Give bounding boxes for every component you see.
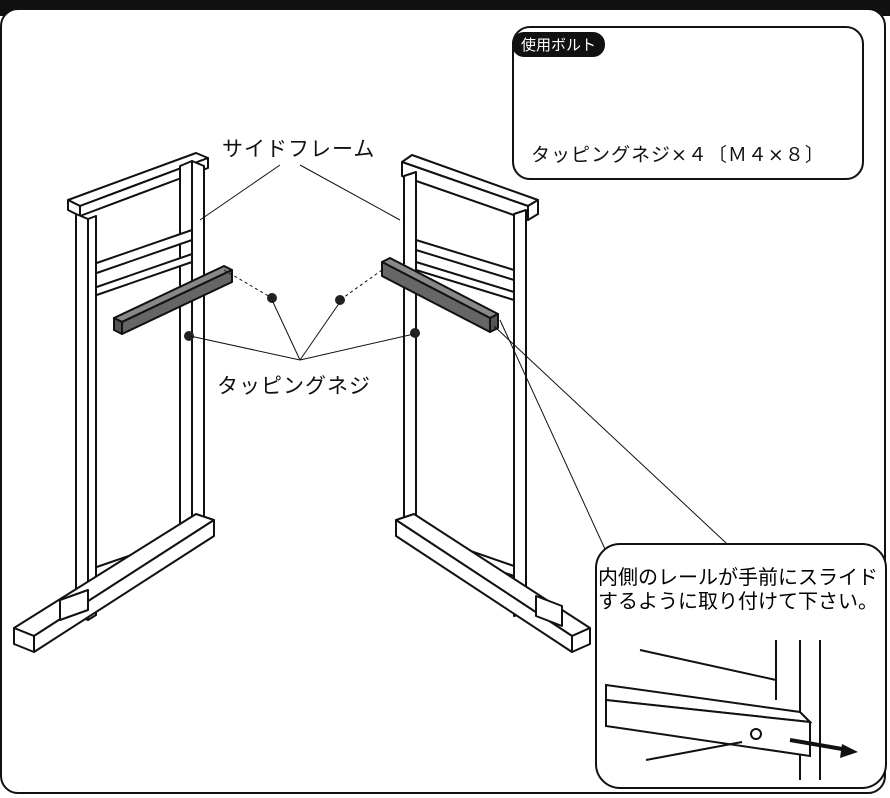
screw-icon	[184, 331, 194, 341]
bolt-box-title: 使用ボルト	[512, 32, 606, 57]
bolt-caption: タッピングネジ×４〔Ｍ４×８〕	[531, 144, 825, 166]
leader-lines	[189, 164, 741, 561]
screws	[184, 293, 420, 341]
right-side-frame	[395, 154, 591, 653]
side-frame-label: サイドフレーム	[222, 137, 376, 161]
tapping-screw-label: タッピングネジ	[217, 374, 371, 398]
screw-icon	[335, 295, 345, 305]
callout-illustration	[605, 640, 821, 780]
left-rail	[113, 265, 233, 335]
screw-icon	[410, 328, 420, 338]
right-rail	[381, 257, 499, 333]
left-side-frame	[13, 152, 215, 653]
callout-text: 内側のレールが手前にスライドするように取り付けて下さい。	[598, 565, 878, 613]
arrow-icon	[789, 738, 858, 758]
